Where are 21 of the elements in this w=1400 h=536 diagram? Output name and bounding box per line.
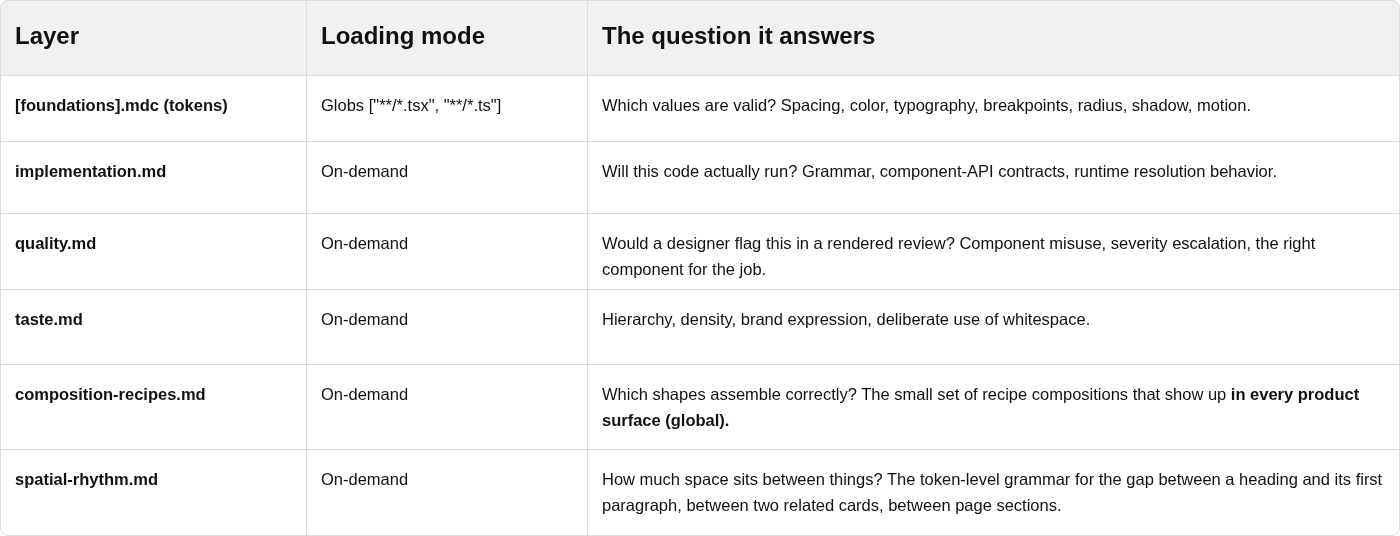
column-header: Layer [15, 21, 80, 51]
table-cell-text: Which values are valid? Spacing, color, typography, breakpoints, radius, shadow, motion. [602, 95, 1252, 116]
table-cell-text: Will this code actually run? Grammar, component-API contracts, runtime resolution behavior. [602, 161, 1277, 182]
table-cell-text: On-demand [321, 161, 409, 182]
table-cell-text: spatial-rhythm.md [15, 469, 159, 490]
column-header: The question it answers [602, 21, 876, 51]
table-cell-text: How much space sits between things? The token-level grammar for the gap between a heading and its first paragraph, between two related cards, between page sections. [602, 469, 1384, 516]
table-cell-text: Which shapes assemble correctly? The small set of recipe compositions that show up in every product surface (global). [602, 384, 1361, 431]
table-cell-text: quality.md [15, 233, 97, 254]
table-cell-text: [foundations].mdc (tokens) [15, 95, 228, 116]
column-header: Loading mode [321, 21, 485, 51]
table-cell-text: On-demand [321, 233, 409, 254]
table-cell-text: implementation.md [15, 161, 167, 182]
table-cell-text: On-demand [321, 309, 409, 330]
table-cell-text: taste.md [15, 309, 83, 330]
table-cell-text: Would a designer flag this in a rendered review? Component misuse, severity escalation, the right component for the job. [602, 233, 1317, 280]
table-cell-text: composition-recipes.md [15, 384, 206, 405]
table-cell-text: On-demand [321, 384, 409, 405]
table-cell-text: On-demand [321, 469, 409, 490]
table-cell-text: Globs ["**/*.tsx", "**/*.ts"] [321, 95, 502, 116]
table-cell-text: Hierarchy, density, brand expression, deliberate use of whitespace. [602, 309, 1091, 330]
